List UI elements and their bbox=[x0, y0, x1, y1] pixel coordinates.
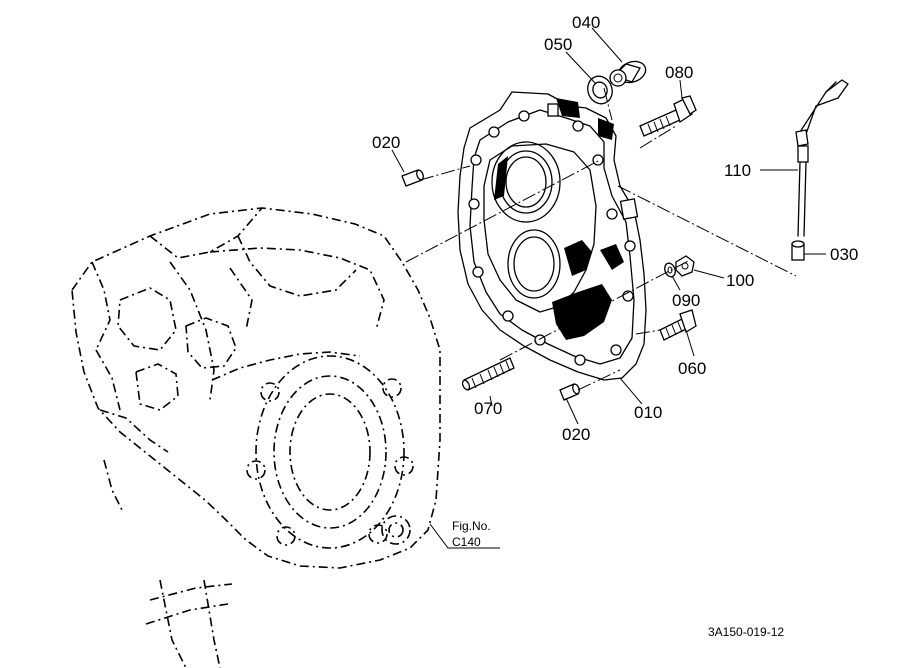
part-070-stud bbox=[461, 357, 515, 391]
part-090-washer bbox=[664, 262, 676, 278]
label-090: 090 bbox=[672, 291, 700, 310]
part-020-dowel-pin-lower bbox=[559, 383, 580, 401]
label-010: 010 bbox=[634, 403, 662, 422]
label-050: 050 bbox=[544, 35, 572, 54]
part-060-bolt bbox=[659, 309, 697, 341]
label-110: 110 bbox=[724, 161, 751, 180]
part-020-dowel-pin-upper bbox=[401, 169, 424, 187]
leader-lines bbox=[391, 27, 826, 549]
figure-ref-line2: C140 bbox=[452, 535, 481, 549]
part-080-bolt bbox=[639, 95, 697, 137]
transmission-case-phantom bbox=[71, 207, 441, 668]
label-070: 070 bbox=[474, 399, 502, 418]
assembly-center-lines bbox=[405, 87, 797, 391]
label-060: 060 bbox=[678, 359, 706, 378]
label-020-upper: 020 bbox=[372, 133, 400, 152]
label-040: 040 bbox=[572, 13, 600, 32]
label-080: 080 bbox=[665, 63, 693, 82]
part-030-cap bbox=[791, 240, 805, 261]
part-110-dipstick bbox=[795, 79, 849, 237]
drawing-code: 3A150-019-12 bbox=[708, 625, 784, 639]
label-100: 100 bbox=[726, 271, 754, 290]
label-020-lower: 020 bbox=[562, 425, 590, 444]
gear-case-cover bbox=[457, 91, 647, 381]
part-labels: 040 050 080 020 110 030 100 090 060 070 … bbox=[372, 13, 858, 639]
label-030: 030 bbox=[830, 245, 858, 264]
part-040-plug bbox=[609, 60, 647, 87]
figure-ref-line1: Fig.No. bbox=[452, 519, 491, 533]
